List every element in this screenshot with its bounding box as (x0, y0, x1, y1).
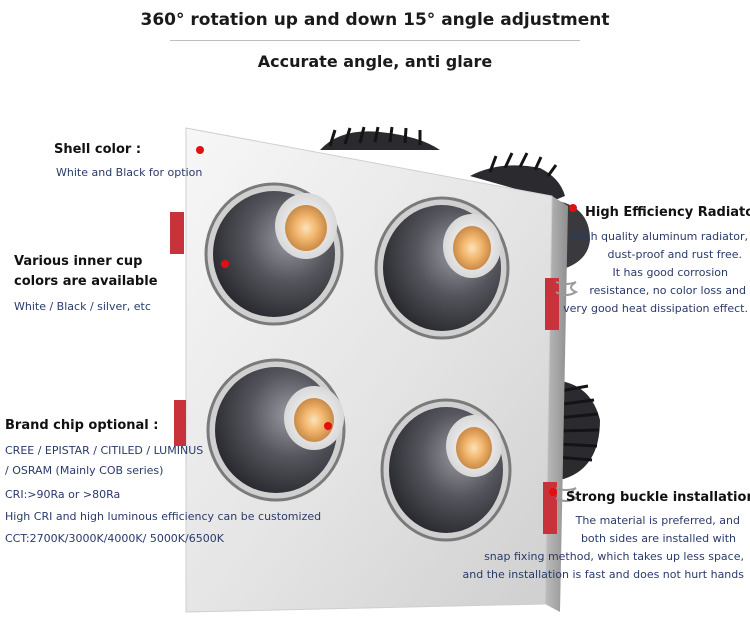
brand-chip-line: High CRI and high luminous efficiency ca… (5, 510, 322, 523)
radiator-line: resistance, no color loss and (589, 284, 746, 297)
marker-dots (196, 146, 577, 496)
brand-chip-line: CCT:2700K/3000K/4000K/ 5000K/6500K (5, 532, 224, 545)
brand-chip-title: Brand chip optional : (5, 418, 159, 433)
shell-color-title: Shell color : (54, 142, 142, 157)
radiator-line: very good heat dissipation effect. (563, 302, 748, 315)
brand-chip-line: CREE / EPISTAR / CITILED / LUMINUS (5, 444, 204, 457)
inner-cup-title-line2: colors are available (14, 274, 158, 289)
buckle-line: snap fixing method, which takes up less … (484, 550, 744, 563)
brand-chip-line: CRI:>90Ra or >80Ra (5, 488, 121, 501)
inner-cup-desc: White / Black / silver, etc (14, 300, 151, 313)
buckle-line: The material is preferred, and (575, 514, 740, 527)
buckle-line: and the installation is fast and does no… (462, 568, 745, 581)
page-subtitle: Accurate angle, anti glare (257, 52, 493, 71)
radiator-line: It has good corrosion (612, 266, 728, 279)
inner-cup-title-line1: Various inner cup (14, 254, 143, 269)
shell-color-desc: White and Black for option (56, 166, 203, 179)
buckle-line: both sides are installed with (580, 532, 736, 545)
radiator-title: High Efficiency Radiator (585, 205, 750, 220)
page-title: 360° rotation up and down 15° angle adju… (140, 10, 610, 30)
radiator-line: High quality aluminum radiator, (572, 230, 748, 243)
light-cups (204, 182, 512, 542)
buckle-title: Strong buckle installation (566, 490, 750, 505)
radiator-line: dust-proof and rust free. (607, 248, 742, 261)
title-divider (170, 40, 580, 41)
brand-chip-line: / OSRAM (Mainly COB series) (5, 464, 164, 477)
radiator-fins-top (320, 126, 565, 200)
